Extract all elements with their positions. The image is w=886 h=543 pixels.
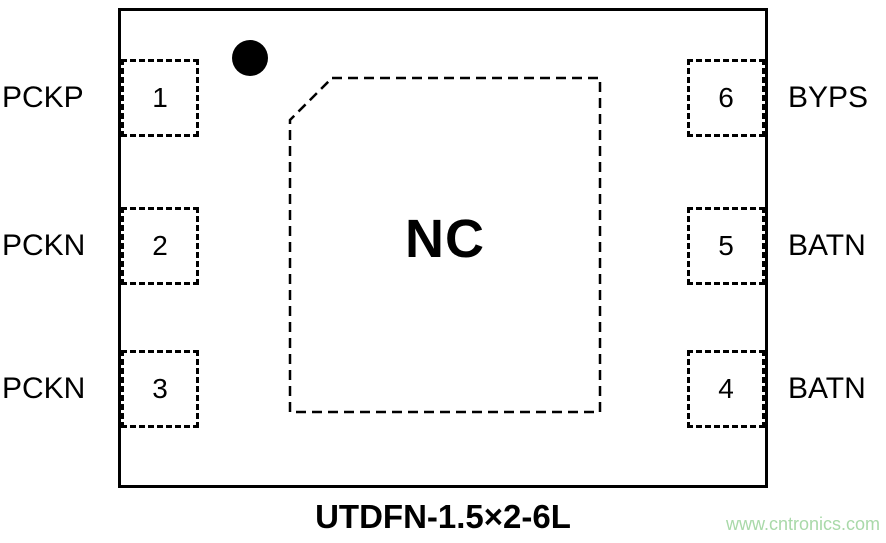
pin-number-3: 3	[152, 373, 168, 404]
exposed-pad-outline	[288, 76, 602, 414]
pin-box-2: 2	[121, 207, 199, 285]
watermark-text: www.cntronics.com	[725, 514, 880, 534]
pin-label-pckn-3: PCKN	[2, 372, 86, 405]
pin-label-byps: BYPS	[788, 81, 869, 114]
pin-label-batn-4: BATN	[788, 372, 866, 405]
package-caption: UTDFN-1.5×2-6L	[315, 498, 571, 535]
pin-box-1: 1	[121, 59, 199, 137]
pin-label-pckn-2: PCKN	[2, 229, 86, 262]
pin-box-3: 3	[121, 350, 199, 428]
package-outline	[118, 8, 768, 488]
pin-number-5: 5	[718, 230, 734, 261]
pin-number-2: 2	[152, 230, 168, 261]
pin-box-5: 5	[687, 207, 765, 285]
pin1-indicator-dot	[232, 40, 268, 76]
pin-number-1: 1	[152, 82, 168, 113]
pin-number-6: 6	[718, 82, 734, 113]
pin-label-batn-5: BATN	[788, 229, 866, 262]
pin-box-6: 6	[687, 59, 765, 137]
pin-label-pckp: PCKP	[2, 81, 84, 114]
center-pad-label: NC	[405, 209, 485, 269]
pin-number-4: 4	[718, 373, 734, 404]
pin-box-4: 4	[687, 350, 765, 428]
